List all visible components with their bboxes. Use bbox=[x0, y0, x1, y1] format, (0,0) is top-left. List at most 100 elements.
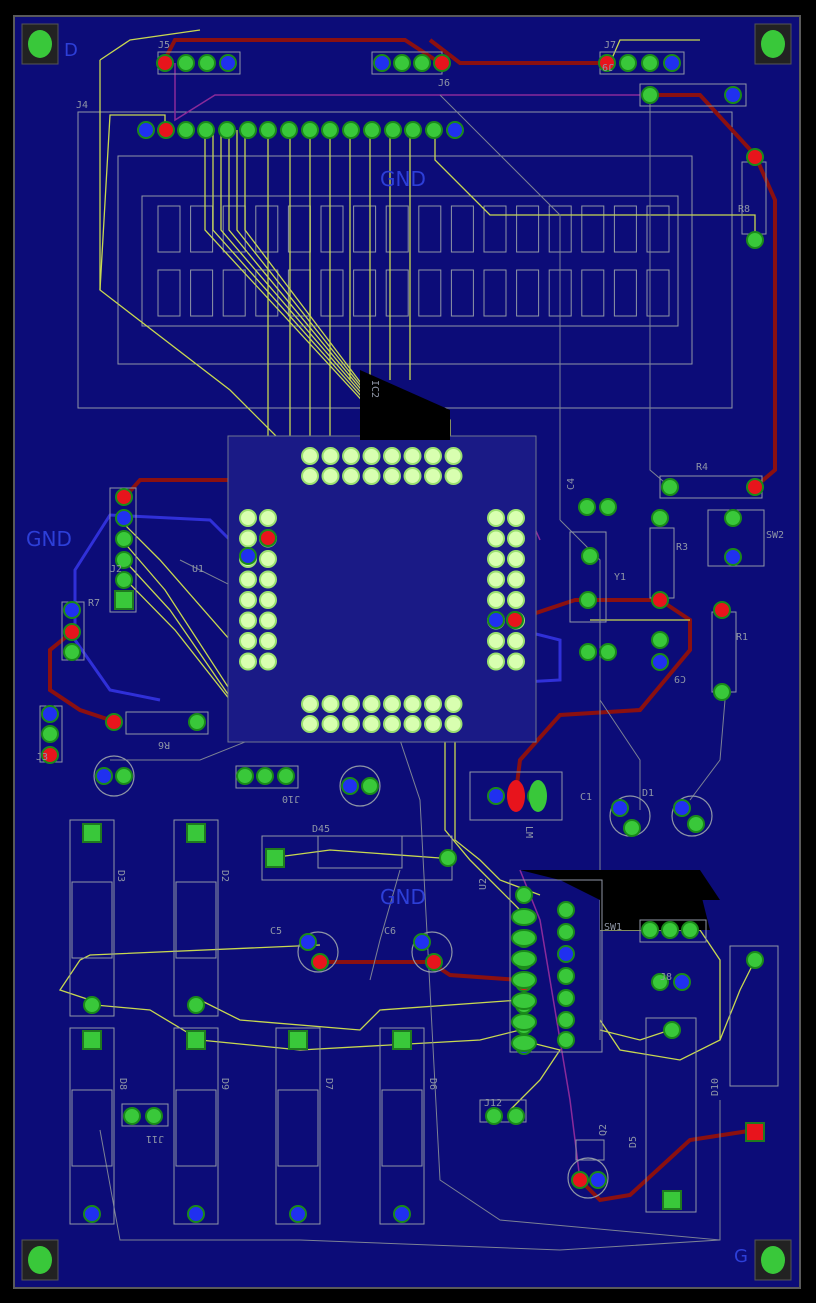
lcd-cell bbox=[613, 269, 637, 317]
designator-j2: J2 bbox=[110, 564, 122, 575]
pad bbox=[724, 509, 742, 527]
pad bbox=[746, 478, 764, 496]
pad bbox=[114, 590, 134, 610]
pad bbox=[288, 1030, 308, 1050]
component-pads bbox=[41, 54, 765, 1223]
lcd-cell bbox=[222, 269, 246, 317]
lcd-cell bbox=[646, 205, 670, 253]
pad bbox=[115, 488, 133, 506]
pad bbox=[123, 1107, 141, 1125]
pad bbox=[651, 509, 669, 527]
ic2-pad bbox=[239, 632, 257, 650]
pad bbox=[342, 121, 360, 139]
pad bbox=[557, 967, 575, 985]
ic2-pad bbox=[383, 695, 401, 713]
ic2-pad bbox=[424, 715, 442, 733]
designator-c4: C4 bbox=[566, 478, 577, 490]
pad bbox=[557, 1011, 575, 1029]
pad bbox=[663, 1021, 681, 1039]
pad bbox=[661, 478, 679, 496]
ic2-pad bbox=[362, 695, 381, 713]
pad bbox=[177, 54, 195, 72]
pad bbox=[485, 1107, 503, 1125]
ic2-pad bbox=[487, 550, 505, 568]
pad bbox=[301, 121, 319, 139]
ic2-pad bbox=[362, 715, 381, 733]
pad bbox=[425, 953, 443, 971]
lcd-cell bbox=[418, 269, 442, 317]
pad bbox=[82, 823, 102, 843]
designator-d5: D5 bbox=[628, 1136, 639, 1148]
gnd-label-left: GND bbox=[26, 527, 72, 551]
pad bbox=[713, 683, 731, 701]
diode-packages bbox=[69, 819, 425, 1225]
pad bbox=[673, 973, 691, 991]
pad bbox=[663, 54, 681, 72]
pad bbox=[236, 767, 254, 785]
pad bbox=[515, 886, 533, 904]
designator-j9: J9 bbox=[602, 61, 614, 72]
pad bbox=[289, 1205, 307, 1223]
pad bbox=[579, 643, 597, 661]
ic2-pad bbox=[403, 715, 422, 733]
pad bbox=[63, 601, 81, 619]
pad bbox=[651, 973, 669, 991]
diode-body bbox=[381, 1089, 423, 1167]
pad bbox=[311, 953, 329, 971]
ic2-pad bbox=[239, 529, 257, 548]
ic2-pad bbox=[259, 591, 277, 609]
pad bbox=[392, 1030, 412, 1050]
lcd-cell bbox=[255, 205, 279, 253]
ic2-pad bbox=[424, 695, 442, 713]
ic2-pad bbox=[301, 715, 319, 733]
designator-q2: Q2 bbox=[598, 1124, 609, 1136]
diode-body bbox=[71, 881, 113, 959]
designator-d6: D6 bbox=[427, 1078, 438, 1090]
ic2-pad bbox=[444, 447, 463, 465]
sw1-pad bbox=[511, 1034, 537, 1052]
pad bbox=[557, 945, 575, 963]
ic2-body bbox=[227, 435, 537, 743]
pad bbox=[557, 989, 575, 1007]
sw1-pad bbox=[511, 992, 537, 1010]
pad bbox=[95, 767, 113, 785]
pad bbox=[433, 54, 451, 72]
pad bbox=[724, 86, 742, 104]
mounting-holes bbox=[21, 23, 792, 1281]
ic2-pad bbox=[487, 570, 505, 589]
diode-body bbox=[71, 1089, 113, 1167]
pad bbox=[598, 54, 616, 72]
ic2-pad bbox=[362, 467, 381, 485]
pad bbox=[745, 1122, 765, 1142]
pad bbox=[115, 530, 133, 548]
designator-r6: R6 bbox=[158, 739, 170, 750]
ic2-pad bbox=[239, 652, 257, 671]
ic2-pad bbox=[487, 591, 505, 609]
ic2-pad bbox=[507, 591, 525, 609]
ic2-pad bbox=[507, 652, 525, 671]
lcd-cell bbox=[190, 269, 214, 317]
designator-u1: U1 bbox=[192, 564, 204, 575]
lcd-designator: J4 bbox=[76, 100, 88, 111]
lcd-cell bbox=[255, 269, 279, 317]
pad bbox=[746, 231, 764, 249]
pad bbox=[413, 933, 431, 951]
ic2-pad bbox=[321, 447, 340, 465]
corner-label-top: D bbox=[64, 40, 78, 61]
ic2-mcu[interactable]: IC2 bbox=[227, 370, 537, 743]
designator-d1: D1 bbox=[642, 788, 654, 799]
designator-c9: C9 bbox=[674, 673, 686, 684]
pad bbox=[41, 746, 59, 764]
pad bbox=[487, 611, 505, 629]
pad bbox=[63, 623, 81, 641]
pad bbox=[259, 121, 277, 139]
pad bbox=[115, 509, 133, 527]
ic2-pad bbox=[259, 652, 277, 671]
designator-j5: J5 bbox=[158, 40, 170, 51]
ic2-pad bbox=[487, 632, 505, 650]
sw1-pad bbox=[511, 929, 537, 947]
lcd-cell bbox=[516, 269, 540, 317]
designator-sw1: SW1 bbox=[604, 922, 622, 933]
pad bbox=[115, 551, 133, 569]
